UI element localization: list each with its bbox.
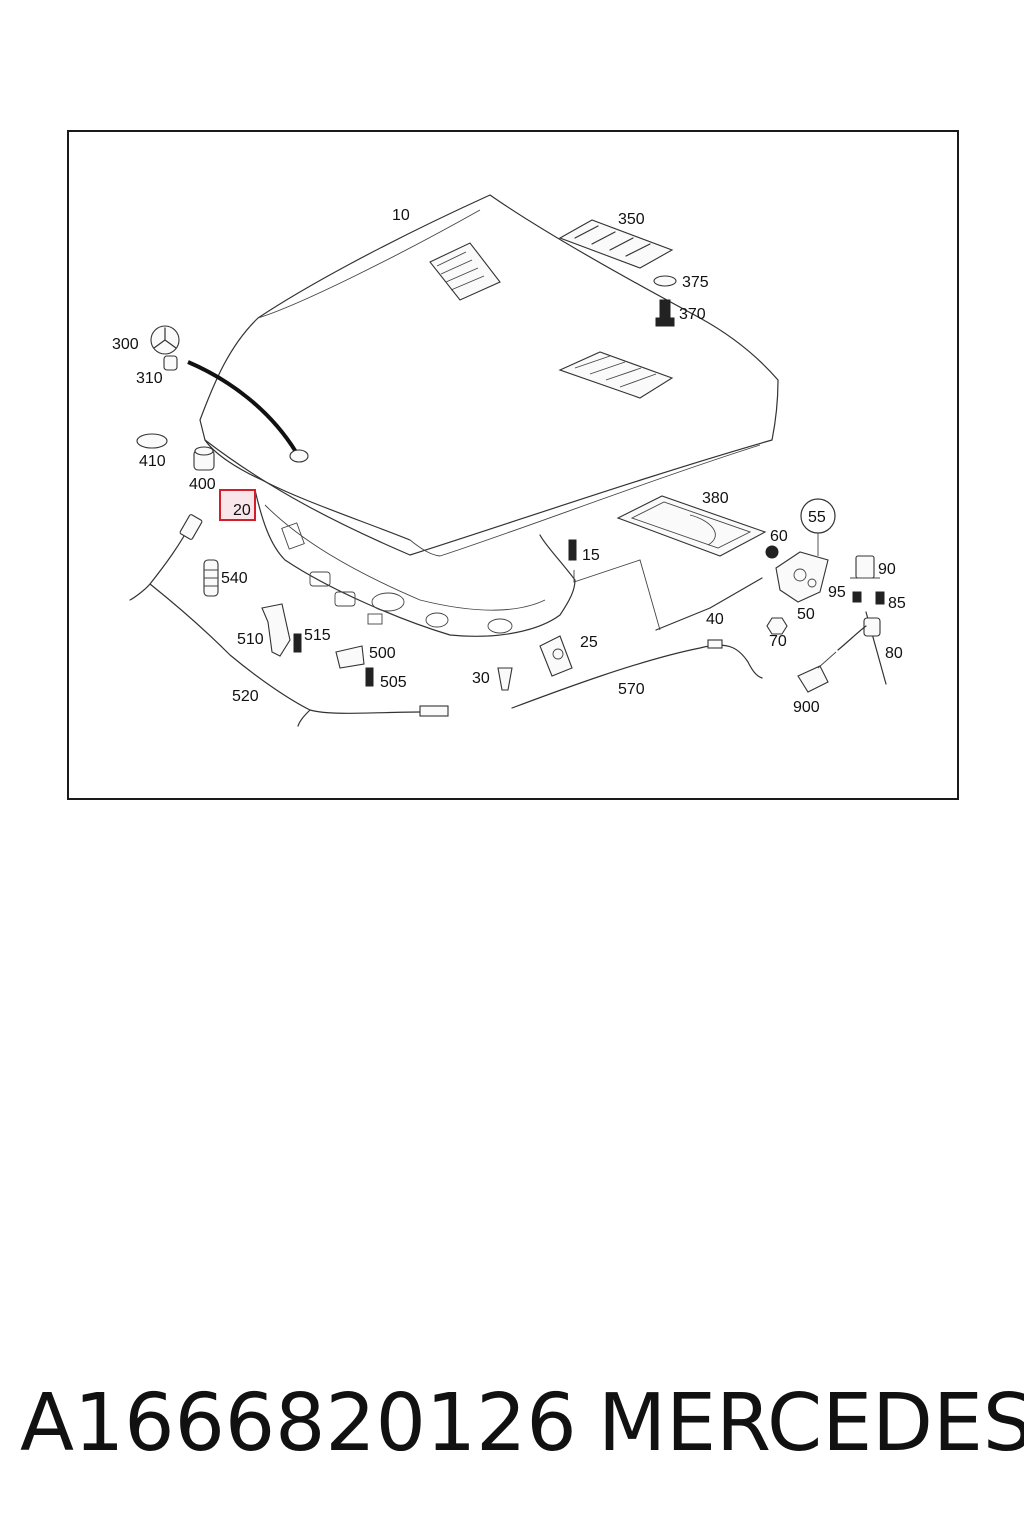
part-85-bolt: [875, 591, 885, 605]
callout-370: 370: [679, 306, 706, 323]
callout-310: 310: [136, 370, 163, 387]
callout-85: 85: [888, 595, 906, 612]
part-80-wire: [837, 625, 867, 651]
part-number-label: A1666820126: [20, 1377, 577, 1469]
callout-350: 350: [618, 211, 645, 228]
callout-80: 80: [885, 645, 903, 662]
callout-95: 95: [828, 584, 846, 601]
callout-70: 70: [769, 633, 787, 650]
callout-520: 520: [232, 688, 259, 705]
callout-60: 60: [770, 528, 788, 545]
part-400-buffer: [193, 446, 215, 471]
callout-400: 400: [189, 476, 216, 493]
part-505-screw: [365, 667, 374, 687]
emblem-socket: [289, 449, 309, 463]
callout-15: 15: [582, 547, 600, 564]
callout-570: 570: [618, 681, 645, 698]
callout-410: 410: [139, 453, 166, 470]
callout-30: 30: [472, 670, 490, 687]
part-520-cable: [129, 514, 449, 727]
part-25-stop: [539, 635, 573, 677]
part-300-star: [150, 325, 180, 355]
brand-label: MERCEDES: [598, 1377, 1024, 1469]
part-80-pin: [863, 611, 887, 685]
part-375-washer: [653, 275, 677, 287]
callout-900: 900: [793, 699, 820, 716]
part-900-sensor: [797, 651, 837, 693]
callout-375: 375: [682, 274, 709, 291]
part-40-strut: [655, 577, 763, 631]
part-515-screw: [293, 633, 302, 653]
part-370-screw: [655, 299, 675, 327]
part-570-cable: [511, 639, 763, 709]
part-50-latch: [775, 551, 829, 603]
callout-50: 50: [797, 606, 815, 623]
part-95-bolt: [852, 591, 862, 603]
callout-380: 380: [702, 490, 729, 507]
part-410-pad: [136, 433, 168, 449]
part-540-clip: [203, 559, 219, 597]
callout-20: 20: [233, 502, 251, 519]
part-500-bracket: [335, 645, 365, 669]
leader-arrow: [187, 360, 298, 454]
callout-300: 300: [112, 336, 139, 353]
footer-caption: A1666820126 MERCEDES: [20, 1368, 1024, 1478]
callout-40: 40: [706, 611, 724, 628]
part-60-nut: [765, 545, 779, 559]
callout-labels: 10 350 375 370 300 310 410 400 20 380 55 60 90 95 85 15…: [112, 207, 906, 716]
part-15-bolt: [568, 539, 577, 561]
callout-55: 55: [808, 509, 826, 526]
callout-505: 505: [380, 674, 407, 691]
callout-25: 25: [580, 634, 598, 651]
part-30-clip: [497, 667, 513, 691]
callout-540: 540: [221, 570, 248, 587]
callout-90: 90: [878, 561, 896, 578]
part-310-grommet: [163, 355, 178, 371]
callout-515: 515: [304, 627, 331, 644]
callout-10: 10: [392, 207, 410, 224]
part-510-bracket: [261, 603, 291, 657]
hood-panel: [199, 194, 779, 637]
part-70-nut: [766, 617, 788, 635]
highlight-box-20: [219, 489, 256, 521]
callout-510: 510: [237, 631, 264, 648]
part-380-cover: [616, 495, 767, 557]
part-350-grille: [558, 219, 674, 269]
part-90-bracket: [850, 555, 880, 579]
callout-500: 500: [369, 645, 396, 662]
